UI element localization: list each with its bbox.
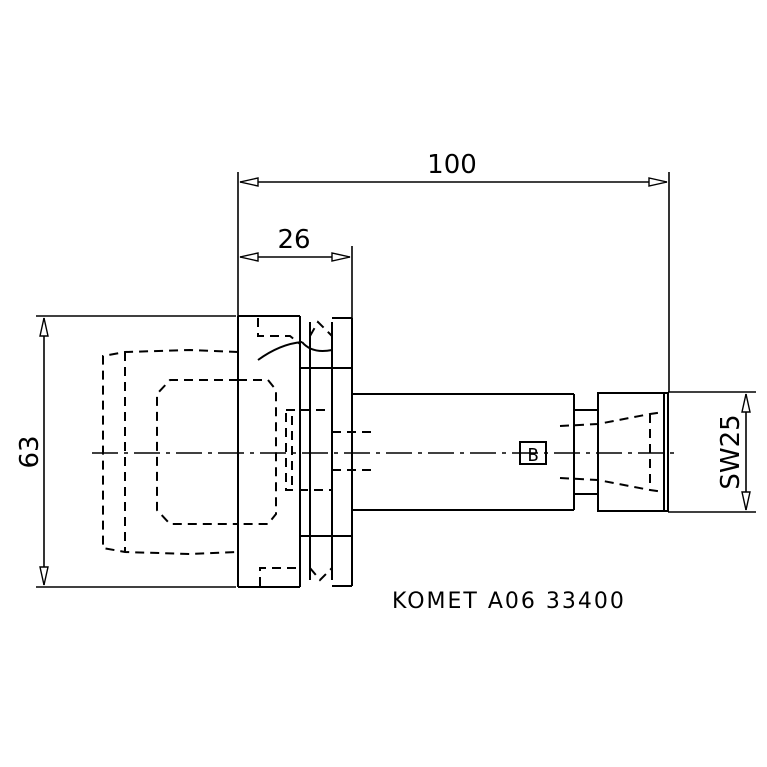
- dimension-flange-length: 26: [239, 225, 353, 318]
- drive-slot-hidden: [285, 409, 372, 491]
- dimension-label-wrench-size: SW25: [716, 414, 746, 489]
- flange: [237, 315, 353, 588]
- section-marker: B: [519, 441, 547, 466]
- part-number-caption: KOMET A06 33400: [392, 589, 626, 614]
- dimension-label-flange-length: 26: [277, 225, 310, 255]
- dimension-overall-length: 100: [237, 150, 670, 392]
- hsk-taper-hidden: [102, 348, 277, 556]
- dimension-label-overall-length: 100: [427, 150, 477, 180]
- dimension-diameter: 63: [15, 315, 236, 588]
- dimension-label-diameter: 63: [15, 435, 45, 468]
- section-marker-label: B: [528, 445, 539, 466]
- dimension-wrench-size: SW25: [668, 391, 756, 513]
- collet-nut: [559, 392, 669, 512]
- shank: [352, 393, 598, 511]
